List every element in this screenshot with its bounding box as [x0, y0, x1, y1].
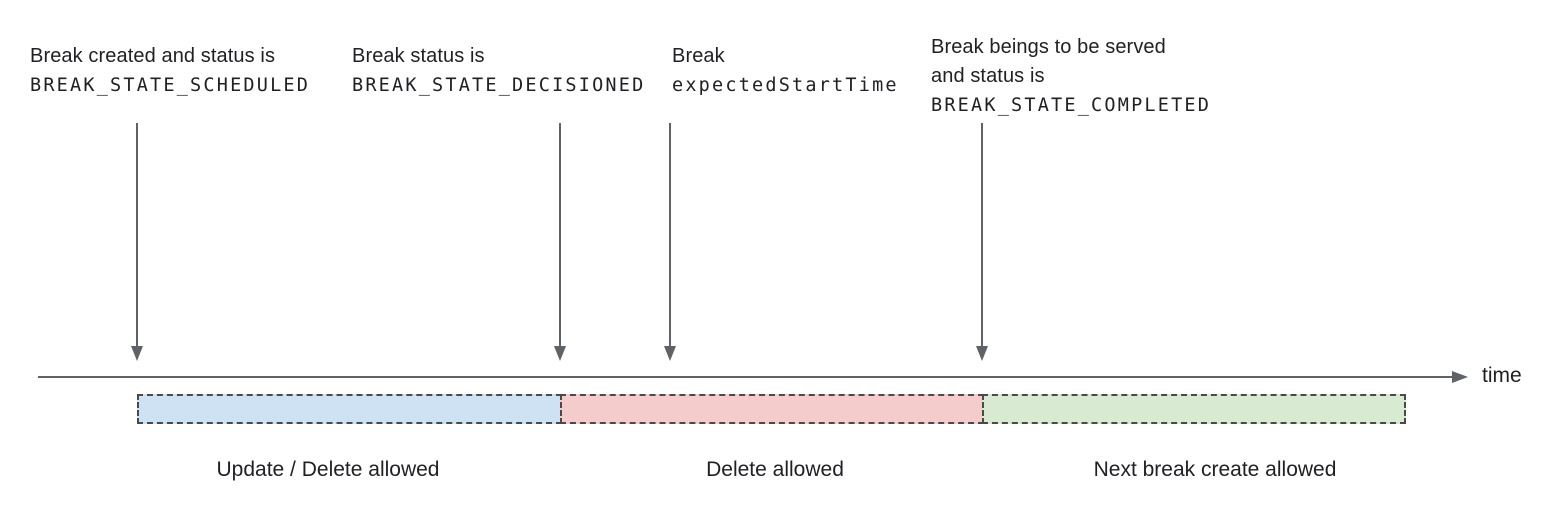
annotation-expected-start-time: Break expectedStartTime — [672, 42, 899, 100]
arrow-shaft — [559, 123, 561, 346]
arrow-head — [976, 346, 988, 361]
segment-label: Delete allowed — [706, 458, 844, 481]
segment-label: Next break create allowed — [1093, 458, 1337, 481]
segment-next-break-create-allowed — [982, 394, 1406, 424]
arrow-shaft — [136, 123, 138, 346]
annotation-code: BREAK_STATE_COMPLETED — [931, 95, 1212, 116]
segment-update-delete-allowed — [137, 394, 562, 424]
annotation-break-completed: Break beings to be served and status is … — [931, 33, 1211, 120]
time-axis-line — [38, 376, 1454, 378]
down-arrow-icon — [130, 123, 144, 361]
arrow-head — [664, 346, 676, 361]
arrow-head — [131, 346, 143, 361]
annotation-code: expectedStartTime — [672, 75, 899, 96]
arrow-shaft — [669, 123, 671, 346]
down-arrow-icon — [975, 123, 989, 361]
annotation-text: Break — [672, 45, 725, 67]
annotation-text: and status is — [931, 65, 1045, 87]
annotation-text: Break status is — [352, 45, 485, 67]
annotation-text: Break created and status is — [30, 45, 276, 67]
annotation-text: Break beings to be served — [931, 36, 1166, 58]
annotation-break-decisioned: Break status is BREAK_STATE_DECISIONED — [352, 42, 645, 100]
segment-label: Update / Delete allowed — [216, 458, 440, 481]
time-axis-label: time — [1482, 364, 1522, 387]
right-arrow-icon — [1452, 371, 1468, 383]
segment-delete-allowed — [560, 394, 984, 424]
arrow-head — [554, 346, 566, 361]
down-arrow-icon — [663, 123, 677, 361]
down-arrow-icon — [553, 123, 567, 361]
annotation-break-scheduled: Break created and status is BREAK_STATE_… — [30, 42, 310, 100]
arrow-shaft — [981, 123, 983, 346]
annotation-code: BREAK_STATE_SCHEDULED — [30, 75, 311, 96]
annotation-code: BREAK_STATE_DECISIONED — [352, 75, 646, 96]
